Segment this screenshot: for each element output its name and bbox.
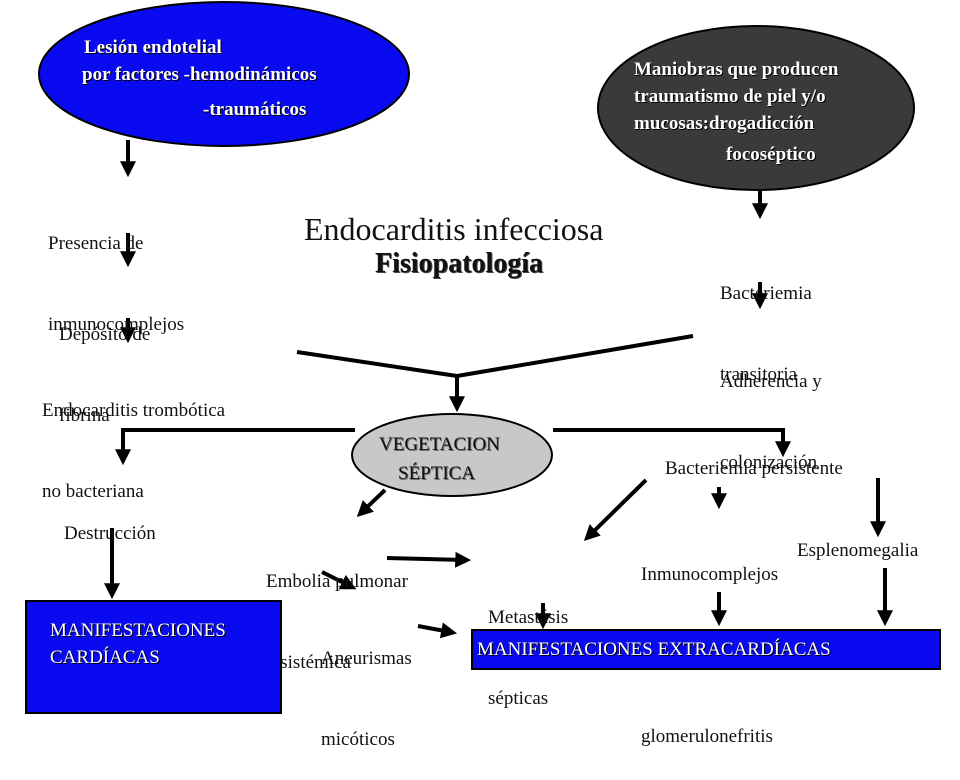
node-metastasis: Metastásis sépticas bbox=[488, 550, 568, 739]
maniobras-line3: mucosas:drogadicción bbox=[634, 113, 815, 134]
arrow-embolia-to-aneurismas bbox=[321, 570, 357, 590]
aneurismas-line2: micóticos bbox=[321, 729, 395, 750]
line-etnb-to-center bbox=[296, 350, 458, 378]
node-adherencia: Adherencia y colonización bbox=[720, 314, 822, 503]
page-subtitle: Fisiopatología bbox=[375, 248, 544, 279]
vegetacion-ellipse bbox=[351, 413, 553, 497]
arrow-aneurismas-to-manif-extra bbox=[417, 622, 458, 639]
vegetacion-line1: VEGETACION bbox=[379, 434, 500, 455]
adherencia-line1: Adherencia y bbox=[720, 371, 822, 392]
node-bacteriemia-persistente: Bacteriemia persistente bbox=[665, 458, 843, 479]
maniobras-line2: traumatismo de piel y/o bbox=[634, 86, 826, 107]
maniobras-line4: focoséptico bbox=[726, 144, 816, 165]
destruccion-line1: Destrucción bbox=[64, 523, 156, 544]
presencia-line2: inmunocomplejos bbox=[48, 314, 185, 335]
bacteriemia-transitoria-line1: Bacteriemia bbox=[720, 283, 812, 304]
maniobras-line1: Maniobras que producen bbox=[634, 59, 839, 80]
lesion-line1: Lesión endotelial bbox=[84, 37, 222, 58]
arrow-embolia-to-metastasis bbox=[386, 551, 472, 568]
aneurismas-line1: Aneurismas bbox=[321, 648, 412, 669]
manif-extracardiacas-line1: MANIFESTACIONES EXTRACARDÍACAS bbox=[477, 639, 831, 660]
inmunocomplejos-line3: glomerulonefritis bbox=[641, 726, 773, 747]
etnb-line1: Endocarditis trombótica bbox=[42, 400, 226, 421]
manif-cardiacas-line2: CARDÍACAS bbox=[50, 647, 160, 668]
node-esplenomegalia: Esplenomegalia bbox=[797, 540, 919, 561]
node-etnb: Endocarditis trombótica no bacteriana bbox=[42, 343, 225, 532]
manif-extracardiacas-box bbox=[471, 629, 941, 670]
metastasis-line2: sépticas bbox=[488, 688, 549, 709]
maniobras-ellipse bbox=[597, 25, 915, 191]
lesion-line3: -traumáticos bbox=[203, 99, 307, 120]
node-bacteriemia-transitoria: Bacteriemia transitoria bbox=[720, 226, 812, 415]
line-adherencia-to-center bbox=[456, 334, 694, 378]
node-aneurismas: Aneurismas micóticos bbox=[321, 591, 412, 780]
node-deposito: Depósito de fibrina bbox=[59, 267, 150, 456]
lesion-line2: por factores -hemodinámicos bbox=[82, 64, 317, 85]
manif-cardiacas-line1: MANIFESTACIONES bbox=[50, 620, 226, 641]
deposito-line2: fibrina bbox=[59, 405, 110, 426]
manif-cardiacas-box bbox=[25, 600, 282, 714]
embolia-line1: Embolia pulmonar bbox=[266, 571, 408, 592]
etnb-line2: no bacteriana bbox=[42, 481, 144, 502]
metastasis-line1: Metastásis bbox=[488, 607, 569, 628]
connector-lines bbox=[38, 1, 915, 639]
inmunocomplejos-line1: Inmunocomplejos bbox=[641, 564, 779, 585]
vegetacion-line2: SÉPTICA bbox=[398, 463, 476, 484]
lesion-ellipse bbox=[38, 1, 410, 147]
line-vegetacion-to-destruccion bbox=[115, 428, 355, 466]
deposito-line1: Depósito de bbox=[59, 324, 151, 345]
presencia-line1: Presencia de bbox=[48, 233, 144, 254]
arrow-vegetacion-to-embolia bbox=[356, 488, 387, 517]
line-vegetacion-to-bacteriemia-persistente bbox=[553, 428, 791, 458]
bacteriemia-transitoria-line2: transitoria bbox=[720, 364, 798, 385]
adherencia-line2: colonización bbox=[720, 452, 818, 473]
page-title: Endocarditis infecciosa bbox=[304, 211, 604, 247]
arrow-bacteriemia-to-metastasis bbox=[583, 478, 648, 542]
node-presencia: Presencia de inmunocomplejos bbox=[48, 176, 184, 365]
